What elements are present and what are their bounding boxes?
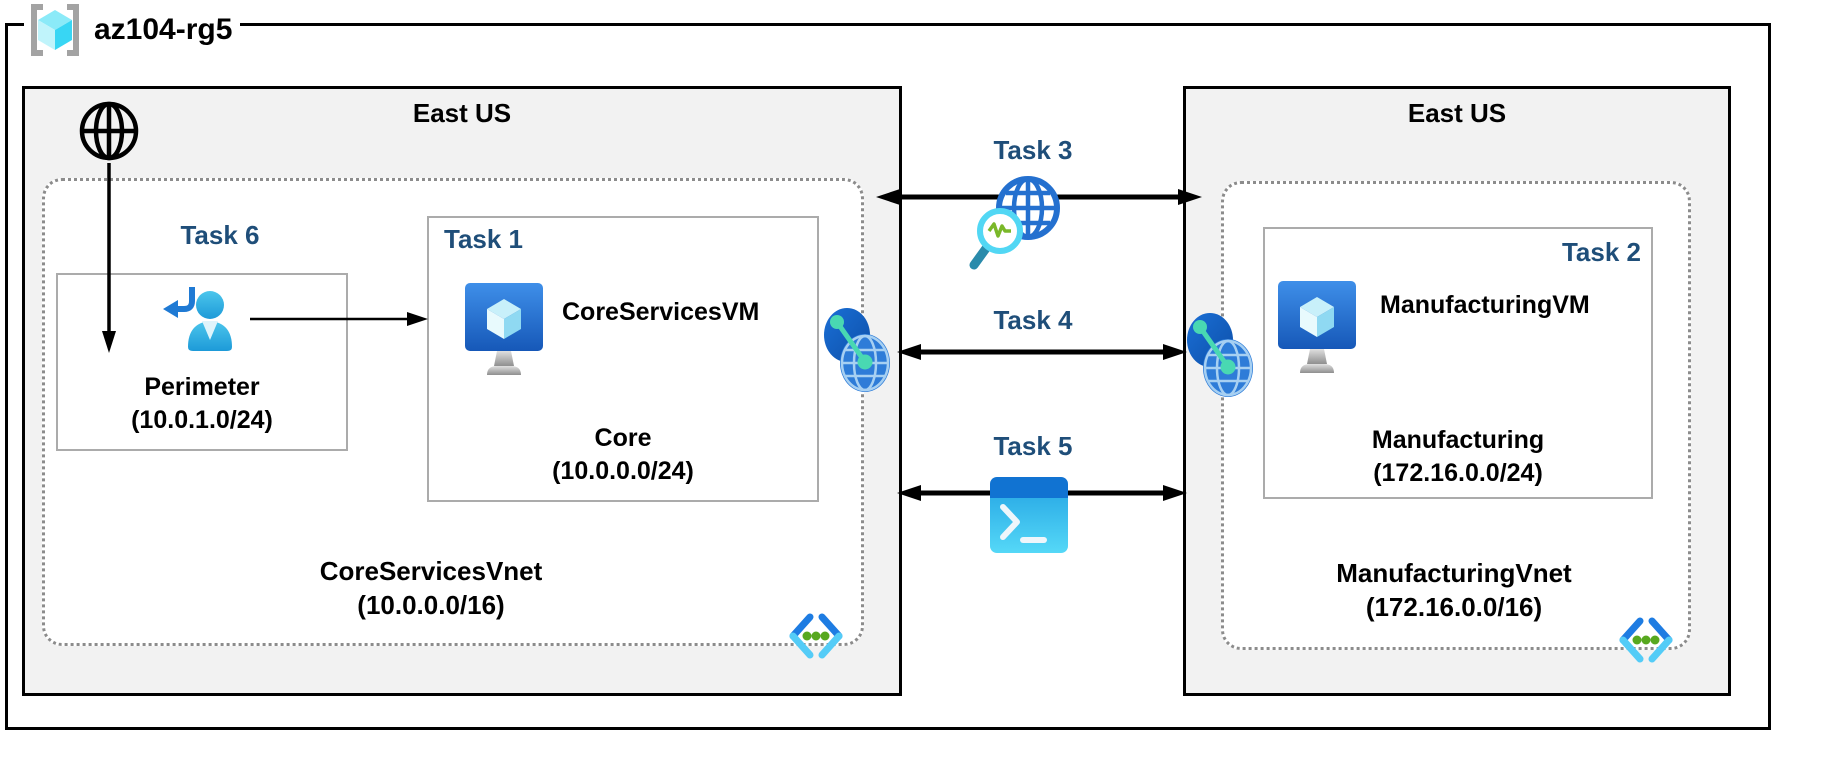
code-brackets-icon-left [789,613,843,659]
internet-to-perimeter-arrow [102,163,116,353]
resource-group-name: az104-rg5 [94,13,233,46]
region-title-left: East US [412,98,512,128]
manufacturing-subnet-box: Task 2 ManufacturingVM Manufacturing (17… [1263,227,1653,499]
core-subnet-name: Core [594,424,652,452]
cloud-shell-titlebar [990,477,1068,498]
perimeter-subnet-box: Perimeter (10.0.1.0/24) [56,273,348,451]
vnet-peering-icon-left [824,308,890,392]
vnet-peering-icon-right [1187,313,1253,397]
internet-icon [79,101,139,161]
region-title-right: East US [1407,98,1507,128]
network-watcher-icon [969,176,1060,270]
core-vnet-name: CoreServicesVnet [319,556,543,586]
perimeter-subnet-name: Perimeter [144,373,260,401]
resource-group-box [5,23,1771,730]
cloud-shell-prompt [990,498,1068,553]
manufacturing-vm-name: ManufacturingVM [1380,291,1590,319]
virtual-machine-icon [465,283,543,375]
core-subnet-label: Core (10.0.0.0/24) [429,422,817,488]
manufacturing-subnet-name: Manufacturing [1371,426,1545,454]
core-subnet-cidr: (10.0.0.0/24) [552,457,694,485]
task5-label: Task 5 [993,431,1073,461]
user-signin-icon [163,287,232,351]
manufacturing-vnet-cidr: (172.16.0.0/16) [1365,592,1543,622]
resource-group-header: az104-rg5 [24,2,241,58]
task1-label: Task 1 [444,224,524,254]
manufacturing-vnet-name: ManufacturingVnet [1336,558,1572,588]
task4-label: Task 4 [993,305,1073,335]
core-vnet-cidr: (10.0.0.0/16) [357,590,505,620]
task3-label: Task 3 [993,135,1073,165]
core-vnet-label: CoreServicesVnet (10.0.0.0/16) [31,554,831,622]
core-vm-name: CoreServicesVM [562,298,760,326]
cloud-shell-icon [990,477,1068,553]
task6-label: Task 6 [180,220,260,250]
manufacturing-vnet-label: ManufacturingVnet (172.16.0.0/16) [1254,556,1654,624]
perimeter-subnet-cidr: (10.0.1.0/24) [131,406,273,434]
resource-group-icon [31,4,79,56]
virtual-machine-icon [1278,281,1356,373]
perimeter-subnet-label: Perimeter (10.0.1.0/24) [58,371,346,437]
manufacturing-subnet-label: Manufacturing (172.16.0.0/24) [1265,424,1651,490]
perimeter-to-core-arrow [250,312,428,326]
manufacturing-subnet-cidr: (172.16.0.0/24) [1373,459,1543,487]
core-subnet-box: Task 1 CoreServicesVM Core (10.0.0.0/24) [427,216,819,502]
code-brackets-icon-right [1619,617,1673,663]
task4-arrow [897,344,1187,360]
task2-label: Task 2 [1561,237,1641,267]
